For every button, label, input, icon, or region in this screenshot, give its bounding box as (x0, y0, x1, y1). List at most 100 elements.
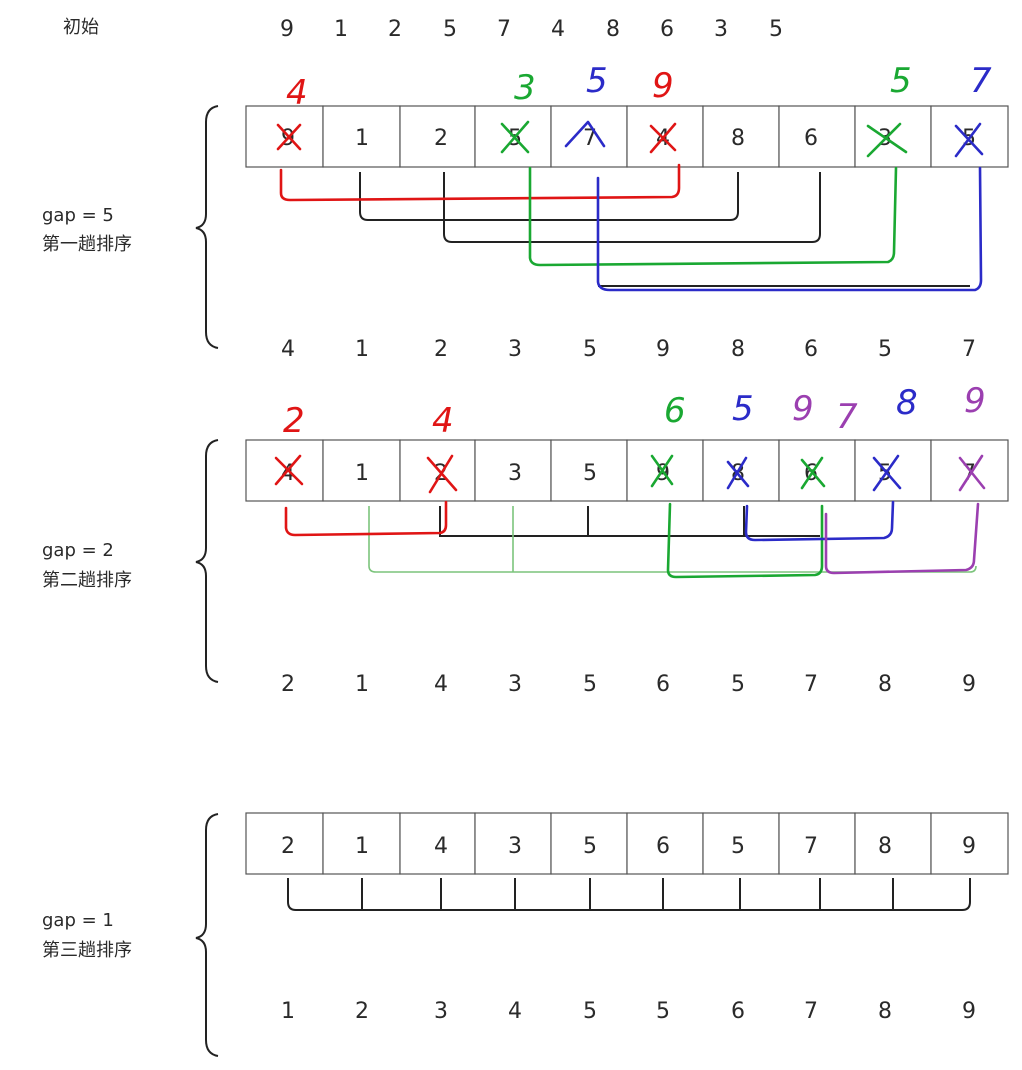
annotation: 2 (283, 401, 305, 441)
cross-mark (274, 454, 304, 486)
cross-mark (500, 120, 530, 154)
pass-label: 第一趟排序 (42, 234, 132, 255)
brace (195, 813, 219, 1057)
initial-value: 4 (551, 17, 565, 42)
array-cell (702, 439, 780, 502)
gap-connector (359, 172, 739, 221)
red-connector (284, 500, 448, 537)
initial-value: 6 (660, 17, 674, 42)
pass-label: 第二趟排序 (42, 570, 132, 591)
annotation: 8 (896, 383, 918, 423)
result-value: 6 (731, 999, 745, 1024)
result-value: 3 (508, 672, 522, 697)
array-cell (854, 105, 932, 168)
cell-value: 2 (281, 834, 295, 859)
annotation: 3 (514, 68, 536, 108)
result-value: 5 (878, 337, 892, 362)
cell-value: 9 (962, 834, 976, 859)
annotation: 9 (792, 389, 814, 429)
annotation: 5 (732, 389, 754, 429)
cell-value: 4 (434, 834, 448, 859)
pass-1: gap = 5 第一趟排序 9 1 2 5 7 4 8 6 3 5 (42, 61, 1009, 362)
array-cell (854, 439, 932, 502)
result-value: 8 (878, 672, 892, 697)
array-row (245, 105, 1009, 168)
result-value: 1 (355, 672, 369, 697)
green-connector (666, 502, 824, 579)
purple-connector (824, 502, 980, 575)
cross-mark (866, 122, 908, 158)
gap-connector (287, 878, 971, 911)
result-value: 4 (434, 672, 448, 697)
blue-connector (744, 500, 895, 542)
result-value: 3 (508, 337, 522, 362)
result-value: 7 (804, 672, 818, 697)
result-value: 6 (656, 672, 670, 697)
cell-value: 7 (583, 126, 597, 151)
initial-value: 1 (334, 17, 348, 42)
cell-value: 8 (731, 126, 745, 151)
initial-value: 5 (769, 17, 783, 42)
array-cell (626, 439, 704, 502)
annotation: 5 (586, 61, 608, 101)
result-value: 5 (731, 672, 745, 697)
cell-value: 5 (583, 461, 597, 486)
gap-connector (368, 506, 977, 573)
array-cell (245, 105, 324, 168)
array-row (245, 439, 1009, 502)
annotation: 7 (970, 61, 992, 101)
array-cell (399, 105, 476, 168)
annotation: 7 (836, 397, 858, 437)
result-value: 7 (804, 999, 818, 1024)
result-value: 1 (355, 337, 369, 362)
cell-value: 5 (583, 834, 597, 859)
gap-label: gap = 1 (42, 910, 114, 931)
result-row: 1 2 3 4 5 5 6 7 8 9 (281, 999, 976, 1024)
annotation: 4 (432, 401, 454, 441)
annotation: 5 (890, 61, 912, 101)
array-cell (930, 812, 1009, 875)
array-row (245, 812, 1009, 875)
array-cell (322, 105, 401, 168)
array-cell (550, 439, 628, 502)
array-cell (854, 812, 932, 875)
cross-mark (958, 454, 986, 492)
result-value: 2 (434, 337, 448, 362)
result-value: 9 (962, 672, 976, 697)
result-value: 9 (962, 999, 976, 1024)
brace (195, 105, 219, 349)
pass-2: gap = 2 第二趟排序 4 1 2 3 5 9 8 6 5 7 (42, 381, 1009, 697)
green-connector (528, 166, 898, 267)
array-cell (778, 105, 856, 168)
gap-connector (439, 506, 820, 537)
cross-mark (872, 454, 902, 492)
cross-mark (650, 454, 674, 488)
array-cell (474, 812, 552, 875)
result-value: 4 (281, 337, 295, 362)
result-value: 5 (583, 337, 597, 362)
initial-value: 2 (388, 17, 402, 42)
red-connector (279, 163, 681, 202)
cell-value: 1 (355, 126, 369, 151)
result-value: 7 (962, 337, 976, 362)
cell-value: 6 (656, 834, 670, 859)
gap-ticks (361, 878, 894, 910)
result-value: 6 (804, 337, 818, 362)
gap-label: gap = 2 (42, 540, 114, 561)
cross-mark (564, 120, 606, 148)
cross-mark (954, 122, 984, 158)
result-value: 5 (583, 672, 597, 697)
cell-value: 3 (508, 461, 522, 486)
annotation: 4 (286, 73, 308, 113)
cross-mark (800, 456, 826, 490)
array-cell (245, 812, 324, 875)
gap-label: gap = 5 (42, 205, 114, 226)
array-cell (550, 105, 628, 168)
cell-value: 2 (434, 126, 448, 151)
array-cell (245, 439, 324, 502)
result-value: 2 (281, 672, 295, 697)
result-value: 2 (355, 999, 369, 1024)
cell-value: 7 (804, 834, 818, 859)
result-value: 9 (656, 337, 670, 362)
cell-value: 1 (355, 834, 369, 859)
